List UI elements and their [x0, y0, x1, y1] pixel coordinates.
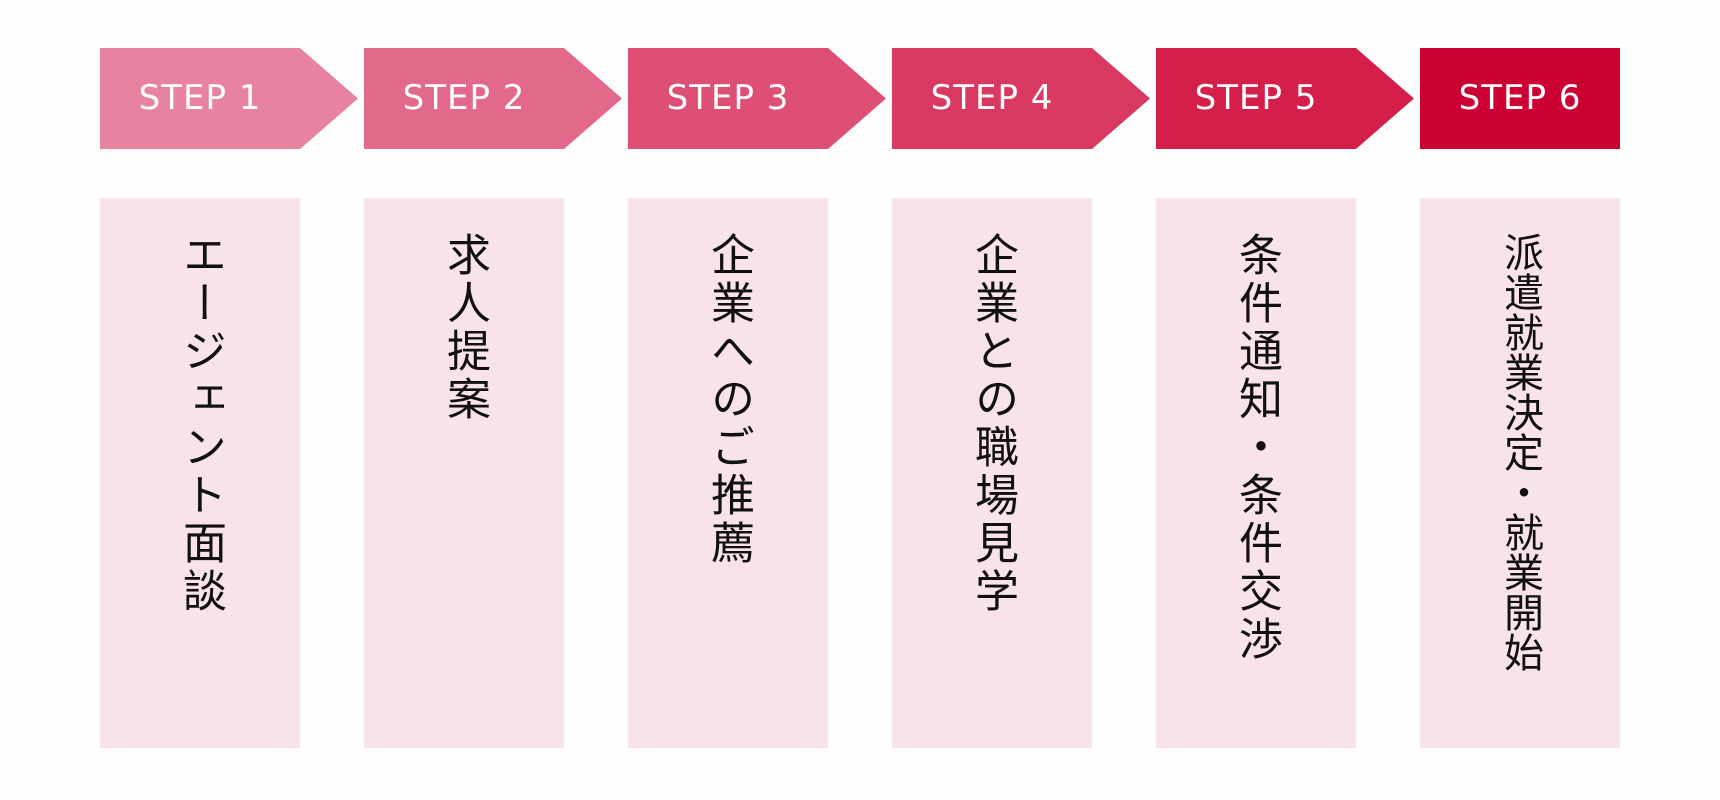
step-5-arrow-polygon: [1156, 48, 1414, 149]
step-2-arrow-shape: [364, 48, 622, 149]
step-1-desc-wrap: エージェント面談: [100, 232, 300, 732]
step-4-arrow-shape: [892, 48, 1150, 149]
step-6-label: STEP 6: [1458, 78, 1582, 118]
step-4: STEP 4 企業との職場見学: [892, 48, 1150, 748]
step-2-card: 求人提案: [364, 198, 564, 748]
step-3-desc-wrap: 企業へのご推薦: [628, 232, 828, 732]
step-6-box-shape: [1420, 48, 1620, 149]
step-4-card: 企業との職場見学: [892, 198, 1092, 748]
step-2-desc-wrap: 求人提案: [364, 232, 564, 732]
step-1-arrow-shape: [100, 48, 358, 149]
step-6-box-polygon: [1420, 48, 1620, 149]
step-5: STEP 5 条件通知・条件交渉: [1156, 48, 1414, 748]
step-3-arrow-shape: [628, 48, 886, 149]
step-4-description: 企業との職場見学: [967, 232, 1018, 616]
step-5-header: STEP 5: [1156, 48, 1414, 149]
step-3-label: STEP 3: [666, 78, 790, 118]
step-2-label: STEP 2: [402, 78, 526, 118]
step-5-label: STEP 5: [1194, 78, 1318, 118]
step-2-description: 求人提案: [439, 232, 490, 424]
step-1-description: エージェント面談: [175, 232, 226, 616]
step-3: STEP 3 企業へのご推薦: [628, 48, 886, 748]
step-1-card: エージェント面談: [100, 198, 300, 748]
step-1-label: STEP 1: [138, 78, 262, 118]
step-2-arrow-polygon: [364, 48, 622, 149]
step-6: STEP 6 派遣就業決定・就業開始: [1420, 48, 1620, 748]
step-4-header: STEP 4: [892, 48, 1150, 149]
step-5-desc-wrap: 条件通知・条件交渉: [1156, 232, 1356, 732]
step-1: STEP 1 エージェント面談: [100, 48, 358, 748]
step-3-header: STEP 3: [628, 48, 886, 149]
step-2-header: STEP 2: [364, 48, 622, 149]
step-1-arrow-polygon: [100, 48, 358, 149]
step-3-description: 企業へのご推薦: [703, 232, 754, 568]
step-6-description: 派遣就業決定・就業開始: [1497, 232, 1543, 672]
step-5-description: 条件通知・条件交渉: [1231, 232, 1282, 664]
step-3-arrow-polygon: [628, 48, 886, 149]
step-6-card: 派遣就業決定・就業開始: [1420, 198, 1620, 748]
step-6-desc-wrap: 派遣就業決定・就業開始: [1420, 232, 1620, 732]
step-4-desc-wrap: 企業との職場見学: [892, 232, 1092, 732]
step-4-arrow-polygon: [892, 48, 1150, 149]
step-2: STEP 2 求人提案: [364, 48, 622, 748]
step-5-arrow-shape: [1156, 48, 1414, 149]
step-1-header: STEP 1: [100, 48, 358, 149]
step-4-label: STEP 4: [930, 78, 1054, 118]
step-6-header: STEP 6: [1420, 48, 1620, 149]
step-3-card: 企業へのご推薦: [628, 198, 828, 748]
step-5-card: 条件通知・条件交渉: [1156, 198, 1356, 748]
